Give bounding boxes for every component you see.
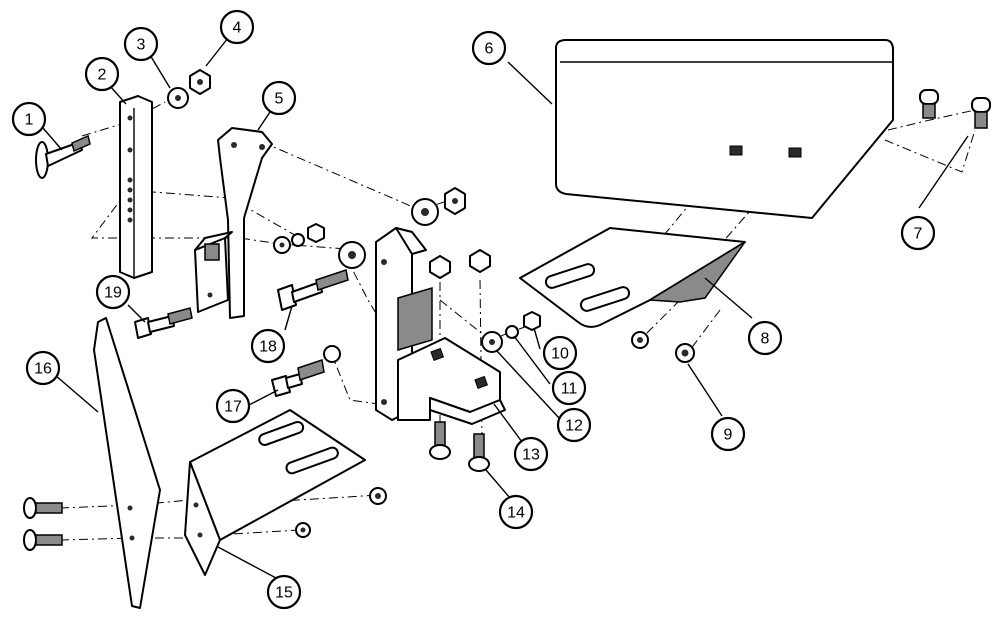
callout-14: 14 — [498, 494, 534, 530]
callout-17-label: 17 — [224, 399, 242, 416]
hardware-washers-nuts — [273, 187, 466, 269]
callout-4: 4 — [219, 9, 255, 45]
callout-13-label: 13 — [522, 447, 540, 464]
part-19-bolt — [134, 307, 193, 339]
callout-12-label: 12 — [565, 418, 583, 435]
callout-3: 3 — [123, 26, 159, 62]
part-4-nut — [189, 69, 211, 95]
callout-11-label: 11 — [561, 381, 578, 398]
part-7-carriage-bolts — [919, 89, 991, 129]
carriage-bolts-left — [23, 497, 63, 551]
callout-14-label: 14 — [507, 505, 525, 522]
callout-15: 15 — [266, 574, 302, 610]
flange-bolts-upper — [429, 249, 491, 279]
callout-19: 19 — [95, 274, 131, 310]
callout-18: 18 — [250, 328, 286, 364]
part-9-flange-nuts — [631, 331, 695, 363]
callout-18-label: 18 — [259, 339, 277, 356]
part-16-flat-plate — [93, 317, 161, 609]
callout-5-label: 5 — [275, 91, 284, 108]
part-12-washer — [481, 331, 503, 353]
flange-nuts-lower — [295, 487, 387, 538]
callout-10: 10 — [542, 335, 578, 371]
callout-11: 11 — [551, 370, 587, 406]
part-18-bolt — [277, 269, 349, 311]
callout-9: 9 — [710, 416, 746, 452]
callout-15-label: 15 — [275, 585, 293, 602]
part-11-lock-washer — [505, 325, 519, 339]
callout-9-label: 9 — [724, 427, 733, 444]
callout-1: 1 — [11, 101, 47, 137]
callout-7-label: 7 — [914, 226, 923, 243]
callout-10-label: 10 — [551, 346, 569, 363]
part-10-nut — [523, 311, 541, 331]
callout-1-label: 1 — [25, 112, 34, 129]
callout-17: 17 — [215, 388, 251, 424]
callout-2-label: 2 — [98, 67, 107, 84]
callout-6: 6 — [471, 30, 507, 66]
callout-16-label: 16 — [34, 361, 52, 378]
callout-8-label: 8 — [761, 331, 770, 348]
part-13-vertical-bracket — [375, 227, 506, 425]
callout-2: 2 — [84, 56, 120, 92]
callout-19-label: 19 — [104, 285, 122, 302]
callout-7: 7 — [900, 215, 936, 251]
callout-13: 13 — [513, 436, 549, 472]
part-1-carriage-bolt — [35, 134, 91, 179]
callout-4-label: 4 — [233, 20, 242, 37]
callout-3-label: 3 — [137, 37, 146, 54]
part-15-angle-bracket — [184, 409, 366, 576]
callout-16: 16 — [25, 350, 61, 386]
part-17-bolt — [271, 345, 341, 397]
part-8-slotted-bracket — [519, 227, 746, 328]
part-14-carriage-bolts — [429, 421, 490, 472]
part-2-perforated-bar — [119, 95, 153, 279]
leader-lines — [42, 37, 969, 579]
part-3-washer — [167, 87, 189, 109]
callout-8: 8 — [747, 320, 783, 356]
part-5-arm — [194, 127, 273, 319]
callout-5: 5 — [261, 80, 297, 116]
callout-12: 12 — [556, 407, 592, 443]
part-6-shield-plate — [555, 39, 894, 219]
callout-6-label: 6 — [485, 41, 494, 58]
